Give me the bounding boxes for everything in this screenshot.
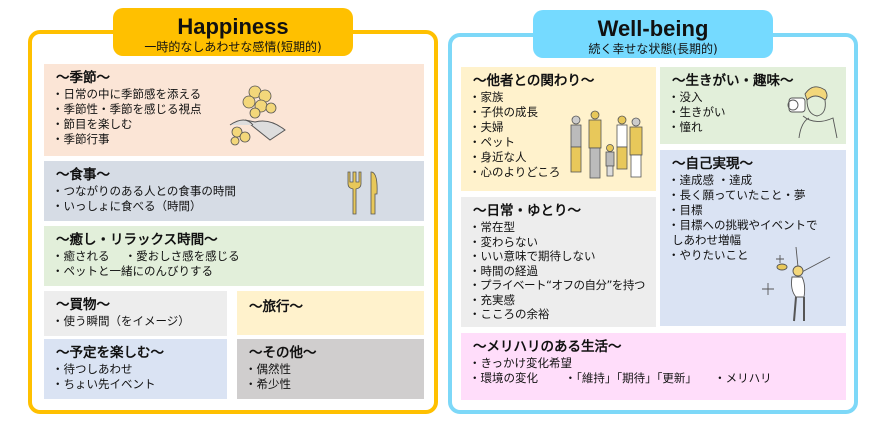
list-item: 癒される ・愛おしさ感を感じる (56, 249, 414, 264)
list-item: ちょい先イベント (56, 377, 217, 392)
box-title: ～メリハリのある生活～ (473, 339, 622, 355)
photographer-icon (787, 86, 838, 139)
box-meal: ～食事～ つながりのある人との食事の時間いっしょに食べる（時間） (44, 161, 424, 221)
box-travel: ～旅行～ (237, 291, 424, 335)
box-daily-leisure: ～日常・ゆとり～ 常在型変わらないいい意味で期待しない時間の経過プライベート“オ… (461, 197, 656, 327)
list-item: 待つしあわせ (56, 362, 217, 377)
list-item: 節目を楽しむ (56, 117, 414, 132)
list-item: 家族 (473, 90, 646, 105)
box-title: ～その他～ (249, 345, 317, 361)
box-self-actualization: ～自己実現～ 達成感 ・達成長く願っていたこと・夢目標目標への挑戦やイベントで … (660, 150, 846, 326)
happiness-title: Happiness (177, 14, 289, 39)
list-item: 時間の経過 (473, 264, 646, 279)
list-item: つながりのある人との食事の時間 (56, 184, 414, 199)
wellbeing-header: Well-being 続く幸せな状態(長期的) (533, 10, 773, 58)
list-item: 長く願っていたこと・夢 (672, 188, 836, 203)
list-item: ペット (473, 135, 646, 150)
fork-knife-icon (347, 171, 378, 215)
list-item: プライベート“オフの自分”を持つ (473, 278, 646, 293)
list-item: 没入 (672, 90, 836, 105)
list-item: 季節行事 (56, 132, 414, 147)
list-item: いっしょに食べる（時間） (56, 199, 414, 214)
list-item: 憧れ (672, 120, 836, 135)
list-item: 子供の成長 (473, 105, 646, 120)
list-item: 使う瞬間（をイメージ） (56, 314, 217, 329)
box-plans: ～予定を楽しむ～ 待つしあわせちょい先イベント (44, 339, 227, 399)
celebrating-person-icon (762, 246, 831, 322)
list-item: 偶然性 (249, 362, 414, 377)
family-icon (570, 110, 643, 179)
box-relationships: ～他者との関わり～ 家族子供の成長夫婦ペット身近な人心のよりどころ (461, 67, 656, 191)
flower-icon (229, 85, 286, 146)
list-item: 季節性・季節を感じる視点 (56, 102, 414, 117)
list-item: こころの余裕 (473, 307, 646, 322)
box-title: ～他者との関わり～ (473, 73, 595, 89)
box-purpose: ～生きがい・趣味～ 没入生きがい憧れ (660, 67, 846, 144)
list-item: 希少性 (249, 377, 414, 392)
list-item: ペットと一緒にのんびりする (56, 264, 414, 279)
list-item: 生きがい (672, 105, 836, 120)
wellbeing-title: Well-being (597, 16, 709, 41)
box-title: ～食事～ (56, 167, 110, 183)
list-item: 充実感 (473, 293, 646, 308)
box-title: ～自己実現～ (672, 156, 753, 172)
box-title: ～生きがい・趣味～ (672, 73, 794, 89)
list-item: いい意味で期待しない (473, 249, 646, 264)
box-title: ～日常・ゆとり～ (473, 203, 581, 219)
list-item: 目標への挑戦やイベントで しあわせ増幅 (672, 218, 822, 248)
box-title: ～癒し・リラックス時間～ (56, 232, 218, 248)
list-item: 達成感 ・達成 (672, 173, 836, 188)
happiness-subtitle: 一時的なしあわせな感情(短期的) (144, 40, 322, 54)
list-item: 変わらない (473, 235, 646, 250)
box-other: ～その他～ 偶然性希少性 (237, 339, 424, 399)
box-title: ～旅行～ (249, 299, 303, 315)
wellbeing-subtitle: 続く幸せな状態(長期的) (588, 42, 718, 56)
list-item: やりたいこと (672, 248, 836, 263)
list-item: 心のよりどころ (473, 165, 646, 180)
list-item: きっかけ変化希望 (473, 356, 836, 371)
box-shopping: ～買物～ 使う瞬間（をイメージ） (44, 291, 227, 336)
list-item: 常在型 (473, 220, 646, 235)
list-item: 目標 (672, 203, 836, 218)
list-item: 身近な人 (473, 150, 646, 165)
box-balanced-life: ～メリハリのある生活～ きっかけ変化希望環境の変化 ・「維持」「期待」「更新」 … (461, 333, 846, 400)
list-item: 夫婦 (473, 120, 646, 135)
list-item: 日常の中に季節感を添える (56, 87, 414, 102)
box-title: ～買物～ (56, 297, 110, 313)
list-item: 環境の変化 ・「維持」「期待」「更新」 ・メリハリ (473, 371, 836, 386)
box-title: ～予定を楽しむ～ (56, 345, 164, 361)
happiness-header: Happiness 一時的なしあわせな感情(短期的) (113, 8, 353, 56)
box-title: ～季節～ (56, 70, 110, 86)
box-relax: ～癒し・リラックス時間～ 癒される ・愛おしさ感を感じるペットと一緒にのんびりす… (44, 226, 424, 286)
